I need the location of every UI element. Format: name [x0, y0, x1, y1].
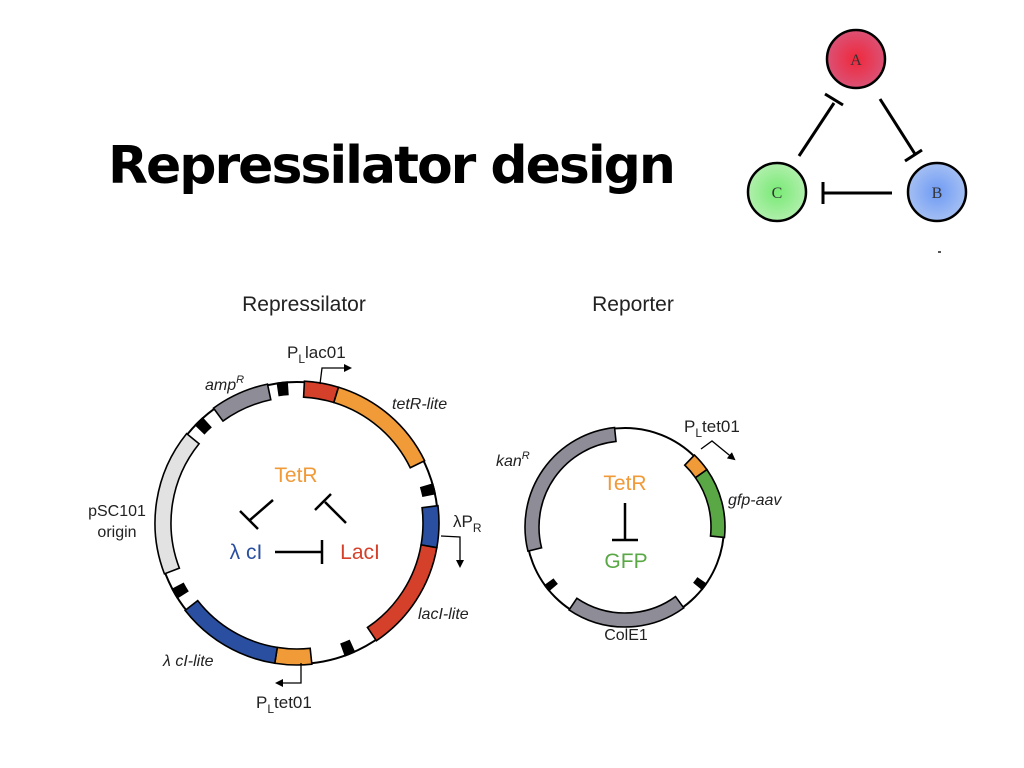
origin-label-line2: origin [97, 524, 136, 541]
repression-tetr-gfp [612, 503, 638, 542]
lpr-arrow [440, 535, 464, 568]
lpr-label: λPR [453, 512, 482, 535]
node-c [746, 161, 808, 223]
segment-plac-promoter [302, 380, 340, 404]
node-a-label: A [850, 52, 862, 69]
segment-kanr [524, 426, 617, 553]
node-b-label: B [932, 185, 943, 202]
tetr-lite-label: tetR-lite [392, 396, 447, 413]
repression-laci-tetr [314, 493, 347, 524]
terminator-block [171, 582, 189, 599]
segment-gfp-aav [694, 468, 726, 539]
laci-lite-label: lacI-lite [418, 606, 469, 623]
terminator-block [340, 639, 356, 657]
inset-artifact [938, 251, 941, 253]
repression-tetr-ci [239, 499, 274, 530]
ptet-label: PLtet01 [256, 693, 312, 716]
network-inset: A B C [746, 28, 968, 253]
edge-c-a [797, 102, 836, 157]
terminator-block [276, 381, 289, 397]
segment-ptet-promoter [273, 646, 313, 666]
node-a [825, 28, 887, 90]
reporter-gfp-node: GFP [604, 550, 647, 573]
edge-a-b [878, 98, 917, 155]
ci-lite-label: λ cI-lite [162, 653, 214, 670]
ptet-arrow [275, 663, 302, 687]
reporter-ring [524, 426, 726, 628]
repressilator-heading: Repressilator [242, 293, 366, 316]
reporter-plasmid: Reporter PLtet01 gfp-aav kanR ColE1 TetR… [496, 293, 782, 644]
tetr-node: TetR [274, 464, 317, 487]
segment-ampr [212, 383, 272, 423]
reporter-ptet-label: PLtet01 [684, 417, 740, 440]
node-c-label: C [772, 185, 783, 202]
node-b [906, 161, 968, 223]
laci-node: LacI [340, 541, 380, 564]
repressilator-plasmid: Repressilator PLlac01 λPR PLtet01 tetR-l… [88, 293, 482, 716]
segment-laci-lite [366, 543, 438, 642]
plac-label: PLlac01 [287, 343, 346, 366]
segment-pSC101-origin [154, 432, 201, 575]
terminator-block [419, 483, 437, 498]
kanr-label: kanR [496, 450, 530, 470]
ampr-label: ampR [205, 374, 244, 394]
cole1-label: ColE1 [604, 627, 648, 644]
gfp-aav-label: gfp-aav [728, 492, 782, 509]
segment-cole1 [567, 595, 685, 628]
reporter-ptet-arrow [700, 440, 736, 461]
edge-a-b-bar [904, 148, 923, 163]
segment-lpr-promoter [420, 504, 440, 549]
segment-ci-lite [183, 599, 279, 665]
slide-title: Repressilator design [108, 136, 676, 196]
plac-arrow [319, 364, 352, 385]
terminator-block [543, 578, 558, 592]
edge-c-a-bar [824, 92, 844, 107]
segment-tetr-lite [332, 386, 426, 469]
origin-label-line1: pSC101 [88, 503, 146, 520]
terminator-block [194, 416, 212, 435]
reporter-heading: Reporter [592, 293, 674, 316]
repression-ci-laci [275, 540, 324, 564]
reporter-tetr-node: TetR [603, 472, 646, 495]
repressilator-ring [154, 380, 440, 666]
terminator-block [693, 577, 708, 591]
ci-node: λ cI [230, 541, 263, 564]
